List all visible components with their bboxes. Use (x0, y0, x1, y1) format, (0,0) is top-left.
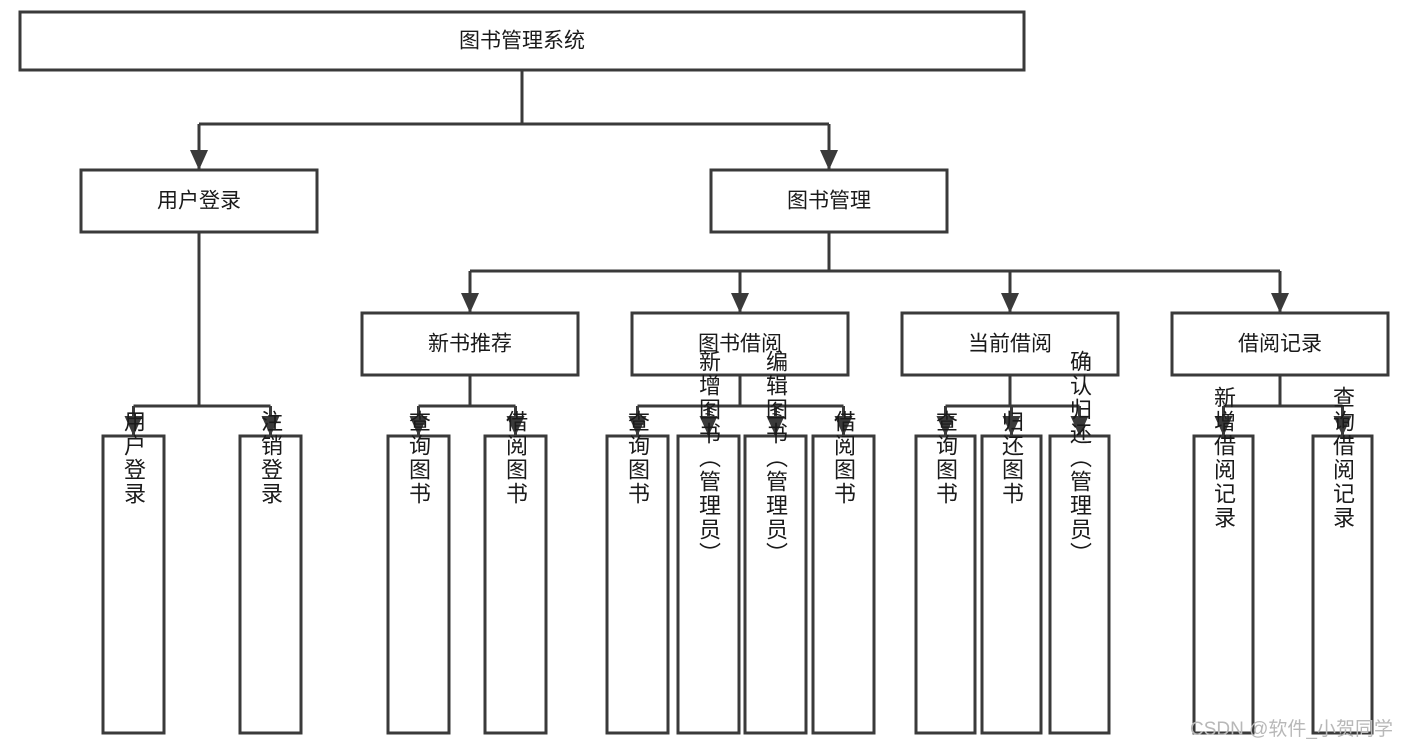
node-book-borrow[interactable]: 图书借阅 (630, 311, 850, 377)
node-leaf-borrow-book-1-label: 借阅图书 (503, 410, 528, 506)
node-leaf-add-record-box[interactable] (1192, 434, 1255, 735)
book-manage-to-level3-arrow-1 (731, 293, 749, 313)
node-leaf-user-login-box[interactable] (101, 434, 166, 735)
root-to-level2-arrow-1 (820, 150, 838, 170)
node-leaf-add-book-label: 新增图书（管理员） (696, 350, 721, 566)
node-leaf-query-book-2-label: 查询图书 (625, 410, 650, 506)
csdn-watermark: CSDN @软件_小贺同学 (1190, 719, 1393, 740)
node-leaf-query-book-1-label: 查询图书 (406, 410, 431, 506)
node-leaf-query-book-3[interactable]: 查询图书 (914, 410, 977, 735)
user-login-to-leaves-arrow-1 (261, 416, 280, 436)
node-user-login-box[interactable] (79, 168, 319, 234)
node-leaf-return-book[interactable]: 归还图书 (980, 410, 1043, 735)
new-book-recommend-to-leaves-arrow-0 (409, 416, 428, 436)
node-leaf-borrow-book-2[interactable]: 借阅图书 (811, 410, 876, 735)
node-current-borrow-box[interactable] (900, 311, 1120, 377)
node-leaf-borrow-book-2-box[interactable] (811, 434, 876, 735)
book-manage-to-level3-arrow-3 (1271, 293, 1289, 313)
node-leaf-confirm-return[interactable]: 确认归还（管理员） (1048, 350, 1111, 735)
borrow-record-to-leaves-arrow-0 (1214, 416, 1233, 436)
node-leaf-borrow-book-2-label: 借阅图书 (831, 410, 856, 506)
book-borrow-to-leaves-arrow-1 (699, 416, 718, 436)
node-borrow-record-box[interactable] (1170, 311, 1390, 377)
node-user-login-label: 用户登录 (157, 190, 241, 213)
borrow-record-to-leaves-arrow-1 (1333, 416, 1352, 436)
node-leaf-query-record[interactable]: 查询借阅记录 (1311, 386, 1374, 735)
node-leaf-add-book[interactable]: 新增图书（管理员） (676, 350, 741, 735)
node-leaf-query-book-1-box[interactable] (386, 434, 451, 735)
node-leaf-add-record[interactable]: 新增借阅记录 (1192, 386, 1255, 735)
node-layer: 图书管理系统用户登录图书管理新书推荐图书借阅当前借阅借阅记录用户登录注销登录查询… (18, 10, 1390, 735)
node-leaf-edit-book[interactable]: 编辑图书（管理员） (743, 350, 808, 735)
node-leaf-edit-book-box[interactable] (743, 434, 808, 735)
node-leaf-borrow-book-1[interactable]: 借阅图书 (483, 410, 548, 735)
current-borrow-to-leaves-arrow-2 (1070, 416, 1089, 436)
node-book-manage-label: 图书管理 (787, 190, 871, 213)
user-login-to-leaves-arrow-0 (124, 416, 143, 436)
node-leaf-user-login-label: 用户登录 (121, 410, 146, 506)
node-leaf-query-book-3-label: 查询图书 (933, 410, 958, 506)
node-borrow-record-label: 借阅记录 (1238, 333, 1322, 356)
node-root-label: 图书管理系统 (459, 30, 585, 53)
node-leaf-user-logout[interactable]: 注销登录 (238, 410, 303, 735)
node-leaf-user-login[interactable]: 用户登录 (101, 410, 166, 735)
node-new-book-recommend-box[interactable] (360, 311, 580, 377)
node-user-login[interactable]: 用户登录 (79, 168, 319, 234)
node-leaf-user-logout-box[interactable] (238, 434, 303, 735)
node-leaf-query-book-2-box[interactable] (605, 434, 670, 735)
node-leaf-add-record-label: 新增借阅记录 (1211, 386, 1236, 530)
node-borrow-record[interactable]: 借阅记录 (1170, 311, 1390, 377)
node-leaf-confirm-return-box[interactable] (1048, 434, 1111, 735)
node-leaf-confirm-return-label: 确认归还（管理员） (1067, 350, 1092, 566)
node-book-borrow-label: 图书借阅 (698, 333, 782, 356)
book-manage-to-level3-arrow-2 (1001, 293, 1019, 313)
connector-layer (124, 70, 1352, 436)
current-borrow-to-leaves-arrow-0 (936, 416, 955, 436)
book-manage-to-level3-arrow-0 (461, 293, 479, 313)
book-borrow-to-leaves-arrow-0 (628, 416, 647, 436)
book-borrow-to-leaves-arrow-2 (766, 416, 785, 436)
node-root-box[interactable] (18, 10, 1026, 72)
book-borrow-to-leaves-arrow-3 (834, 416, 853, 436)
node-leaf-return-book-label: 归还图书 (999, 410, 1024, 506)
node-current-borrow[interactable]: 当前借阅 (900, 311, 1120, 377)
node-root[interactable]: 图书管理系统 (18, 10, 1026, 72)
current-borrow-to-leaves-arrow-1 (1002, 416, 1021, 436)
node-leaf-query-book-3-box[interactable] (914, 434, 977, 735)
node-leaf-return-book-box[interactable] (980, 434, 1043, 735)
node-leaf-query-book-1[interactable]: 查询图书 (386, 410, 451, 735)
node-book-borrow-box[interactable] (630, 311, 850, 377)
node-leaf-borrow-book-1-box[interactable] (483, 434, 548, 735)
node-leaf-add-book-box[interactable] (676, 434, 741, 735)
node-new-book-recommend-label: 新书推荐 (428, 333, 512, 356)
new-book-recommend-to-leaves-arrow-1 (506, 416, 525, 436)
node-current-borrow-label: 当前借阅 (968, 333, 1052, 356)
node-new-book-recommend[interactable]: 新书推荐 (360, 311, 580, 377)
node-leaf-user-logout-label: 注销登录 (258, 410, 283, 506)
node-leaf-query-record-label: 查询借阅记录 (1330, 386, 1355, 530)
node-book-manage[interactable]: 图书管理 (709, 168, 949, 234)
node-leaf-query-record-box[interactable] (1311, 434, 1374, 735)
node-leaf-edit-book-label: 编辑图书（管理员） (763, 350, 788, 566)
root-to-level2-arrow-0 (190, 150, 208, 170)
node-leaf-query-book-2[interactable]: 查询图书 (605, 410, 670, 735)
node-book-manage-box[interactable] (709, 168, 949, 234)
